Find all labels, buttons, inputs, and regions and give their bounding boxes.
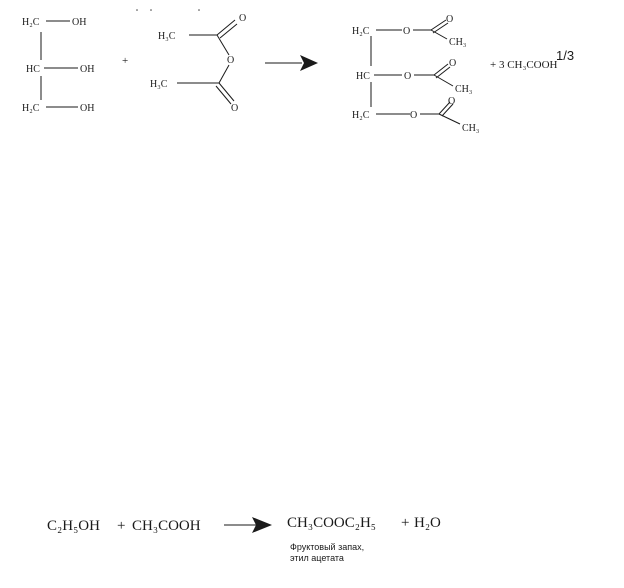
anhydride-carbonyl-bond xyxy=(219,23,238,39)
page-indicator: 1/3 xyxy=(556,48,575,63)
anhydride-oxygen-label: O xyxy=(239,13,246,24)
anhydride-carbonyl-bond xyxy=(215,85,232,105)
anhydride-methyl-label: H₃C xyxy=(158,31,176,42)
glycerol-hydroxyl-label: OH xyxy=(80,103,94,114)
product-note-line: Фруктовый запах, xyxy=(290,542,365,552)
plus-sign: + xyxy=(401,515,409,531)
triacetin-methyl-bond xyxy=(430,29,448,40)
glycerol-carbon-label: HC xyxy=(26,64,40,75)
triacetin-ester-oxygen-label: O xyxy=(410,110,417,121)
triacetin-carbonyl-bond xyxy=(432,22,449,34)
scan-artifact-dot xyxy=(150,9,152,11)
anhydride-methyl-label: H₃C xyxy=(150,79,168,90)
triacetin-carbonyl-bond xyxy=(433,63,449,76)
scan-artifact-dot xyxy=(136,9,138,11)
triacetin-methyl-label: CH₃ xyxy=(449,37,466,48)
triacetin-carbonyl-oxygen-label: O xyxy=(448,96,455,107)
anhydride-oxygen-label: O xyxy=(231,103,238,114)
anhydride-bond xyxy=(216,34,230,56)
product-note-line: этил ацетата xyxy=(290,553,344,563)
glycerol-carbon-label: H₂C xyxy=(22,103,40,114)
acetic-acid-reactant: CH₃COOH xyxy=(132,518,201,534)
water-product: H₂O xyxy=(414,515,441,531)
glycerol-hydroxyl-label: OH xyxy=(80,64,94,75)
triacetin-methyl-label: CH₃ xyxy=(462,123,479,134)
triacetin-methyl-bond xyxy=(433,74,454,87)
triacetin-methyl-bond xyxy=(438,113,461,125)
glycerol-hydroxyl-label: OH xyxy=(72,17,86,28)
reaction-arrow-head xyxy=(300,55,318,71)
triacetin-carbon-label: H₂C xyxy=(352,26,370,37)
ethanol-reactant: C₂H₅OH xyxy=(47,518,100,534)
triacetin-ester-oxygen-label: O xyxy=(404,71,411,82)
acetic-acid-byproduct: + 3 CH₃COOH xyxy=(490,59,558,71)
glycerol-carbon-label: H₂C xyxy=(22,17,40,28)
anhydride-oxygen-label: O xyxy=(227,55,234,66)
triacetin-carbonyl-bond xyxy=(438,101,451,115)
triacetin-carbonyl-oxygen-label: O xyxy=(449,58,456,69)
triacetin-carbonyl-oxygen-label: O xyxy=(446,14,453,25)
triacetin-carbon-label: H₂C xyxy=(352,110,370,121)
triacetin-methyl-label: CH₃ xyxy=(455,84,472,95)
triacetin-ester-oxygen-label: O xyxy=(403,26,410,37)
scan-artifact-dot xyxy=(198,9,200,11)
anhydride-carbonyl-bond xyxy=(216,19,236,36)
plus-sign: + xyxy=(117,518,125,534)
triacetin-carbonyl-bond xyxy=(435,66,451,79)
triacetin-carbonyl-bond xyxy=(430,19,447,31)
ethyl-acetate-product: CH₃COOC₂H₅ xyxy=(287,515,376,531)
anhydride-bond xyxy=(218,64,230,84)
plus-sign: + xyxy=(122,55,128,67)
reaction-arrow-head xyxy=(252,517,272,533)
anhydride-carbonyl-bond xyxy=(218,82,235,102)
triacetin-carbonyl-bond xyxy=(441,103,454,117)
triacetin-carbon-label: HC xyxy=(356,71,370,82)
